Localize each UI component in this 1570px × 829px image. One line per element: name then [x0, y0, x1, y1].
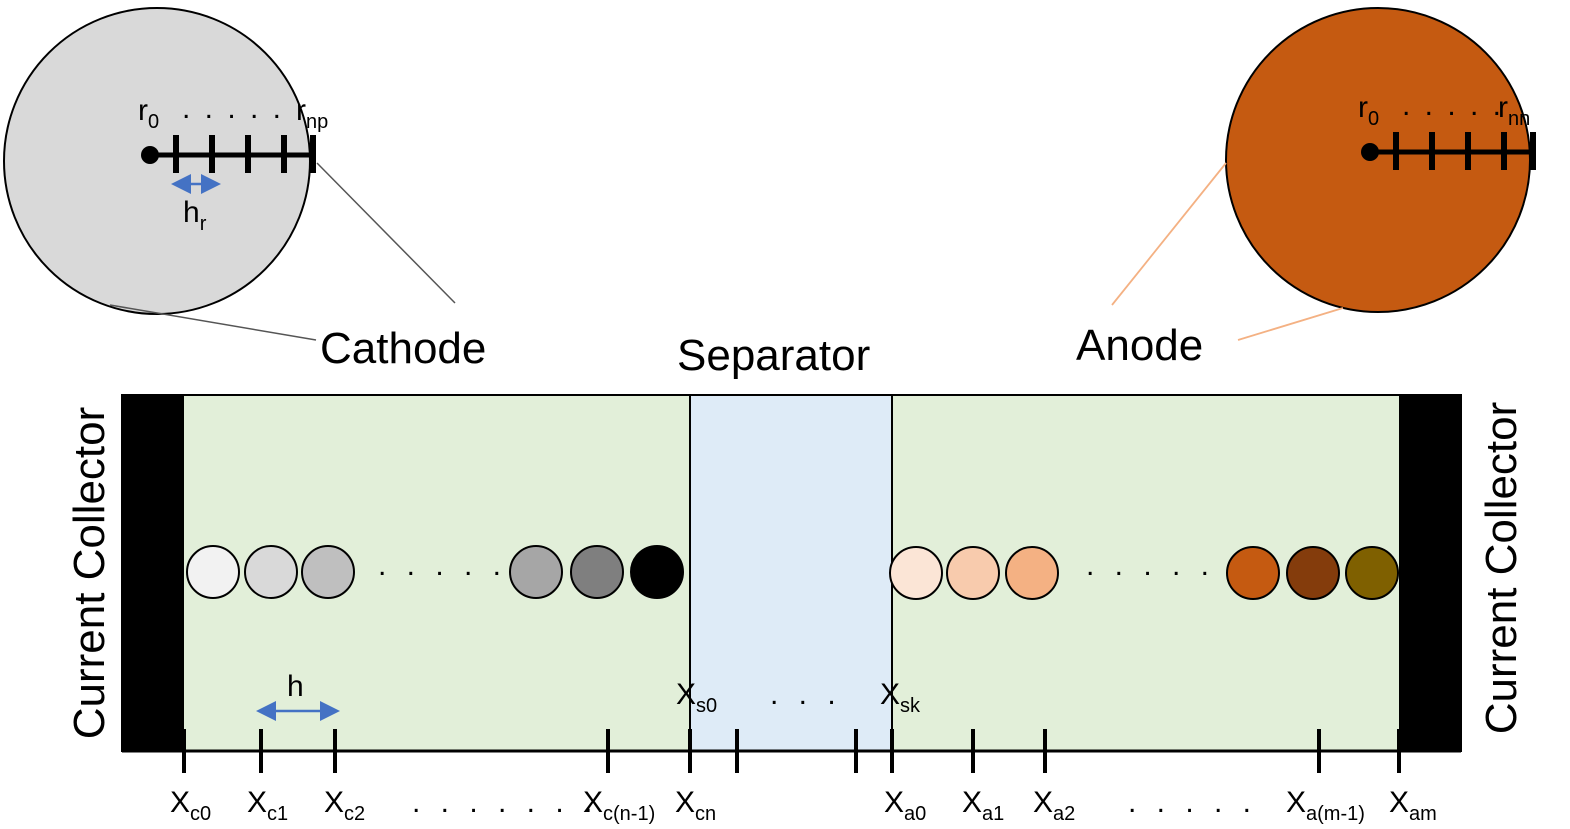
- anode-sphere: [1345, 546, 1399, 600]
- separator-label: Separator: [677, 331, 870, 380]
- right-current-collector-label: Current Collector: [1477, 402, 1526, 735]
- right-current-collector: [1399, 395, 1461, 751]
- cathode-spheres: [186, 545, 684, 599]
- xsk-label: Xsk: [880, 678, 921, 717]
- anode-sphere: [946, 546, 1000, 600]
- cathode-radial-dots: . . . . .: [182, 92, 284, 125]
- anode-rnn-label: rnn: [1498, 91, 1530, 130]
- anode-sphere: [1226, 546, 1280, 600]
- tick-label-xcn: Xcn: [675, 786, 716, 825]
- cathode-r0-label: r0: [138, 94, 159, 133]
- separator-dots: . . .: [770, 678, 842, 711]
- tick-label-xc2: Xc2: [324, 786, 365, 825]
- tick-label-xc0: Xc0: [170, 786, 211, 825]
- left-current-collector-label: Current Collector: [65, 407, 114, 740]
- anode-spheres: [889, 546, 1399, 600]
- anode-particle-circle: [1225, 7, 1531, 313]
- anode-sphere: [889, 546, 943, 600]
- anode-center-dot: [1361, 143, 1379, 161]
- anode-sphere-dots: . . . . .: [1086, 549, 1215, 582]
- tick-label-xa1: Xa1: [962, 786, 1004, 825]
- cathode-sphere: [630, 545, 684, 599]
- cathode-center-dot: [141, 146, 159, 164]
- tick-label-dots-cathode: . . . . . . .: [412, 786, 598, 819]
- cathode-sphere: [186, 545, 240, 599]
- tick-label-xcn1: Xc(n-1): [583, 786, 655, 825]
- anode-connector-line: [1111, 162, 1227, 306]
- tick-label-xa2: Xa2: [1033, 786, 1075, 825]
- tick-label-xam1: Xa(m-1): [1286, 786, 1365, 825]
- cathode-particle: r0 . . . . . rnp hr: [3, 7, 328, 315]
- tick-label-xam: Xam: [1389, 786, 1437, 825]
- cathode-sphere: [570, 545, 624, 599]
- cathode-label: Cathode: [320, 324, 486, 373]
- xs0-label: Xs0: [676, 678, 717, 717]
- left-current-collector: [122, 395, 184, 751]
- anode-r0-label: r0: [1358, 91, 1379, 130]
- separator-region: [690, 395, 892, 751]
- cathode-particle-circle: [3, 7, 311, 315]
- cathode-sphere: [509, 545, 563, 599]
- cathode-rnp-label: rnp: [296, 94, 328, 133]
- mesh-h-label: h: [287, 670, 304, 703]
- anode-connector-line: [1237, 307, 1344, 341]
- cathode-hr-label: hr: [183, 196, 207, 235]
- cathode-connector-line: [316, 162, 456, 304]
- tick-label-dots-anode: . . . . .: [1128, 786, 1257, 819]
- tick-label-xa0: Xa0: [884, 786, 926, 825]
- anode-sphere: [1005, 546, 1059, 600]
- tick-label-xc1: Xc1: [247, 786, 288, 825]
- cathode-sphere-dots: . . . . .: [378, 549, 507, 582]
- anode-particle: r0 . . . . . rnn: [1225, 7, 1536, 313]
- cathode-connector-line: [109, 304, 317, 341]
- anode-radial-dots: . . . . .: [1402, 89, 1504, 122]
- cathode-sphere: [301, 545, 355, 599]
- anode-label: Anode: [1076, 321, 1203, 370]
- anode-sphere: [1286, 546, 1340, 600]
- mesh-ticks: [182, 729, 1401, 773]
- cathode-sphere: [244, 545, 298, 599]
